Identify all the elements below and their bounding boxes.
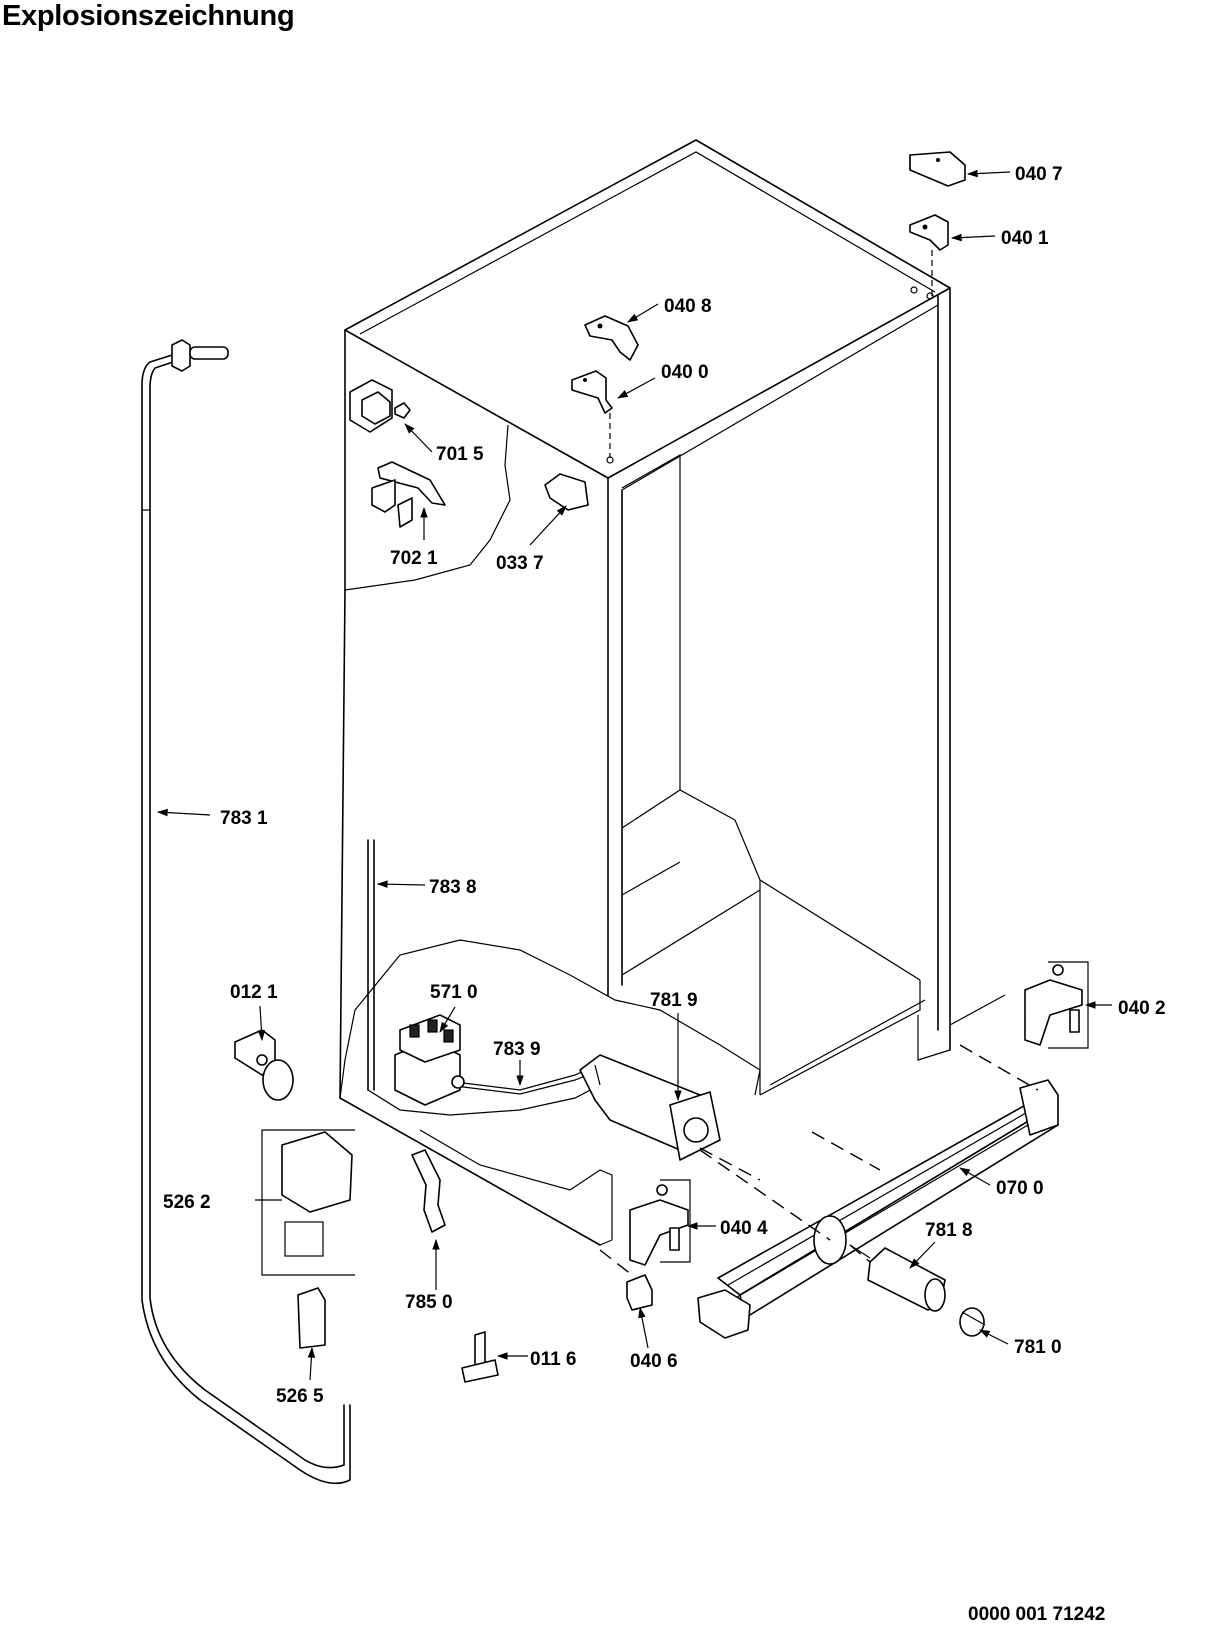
switch-housing <box>349 379 411 433</box>
switch-bracket <box>371 461 446 528</box>
cabinet <box>339 139 1006 1246</box>
part-labels: 040 7 040 1 040 8 040 0 701 5 702 1 033 … <box>163 164 1166 1407</box>
label-7831: 783 1 <box>220 808 268 829</box>
label-7838: 783 8 <box>429 877 477 898</box>
label-0401: 040 1 <box>1001 228 1049 249</box>
label-7839: 783 9 <box>493 1039 541 1060</box>
hinge-cover-top-right <box>909 151 966 187</box>
page-title: Explosionszeichnung <box>2 0 295 32</box>
label-7818: 781 8 <box>925 1220 973 1241</box>
filter-housing <box>579 1054 721 1161</box>
label-0116: 011 6 <box>530 1349 577 1370</box>
hinge-bracket-top-center <box>571 370 614 464</box>
document-number: 0000 001 71242 <box>968 1604 1106 1625</box>
label-5265: 526 5 <box>276 1386 324 1407</box>
label-0402: 040 2 <box>1118 998 1166 1019</box>
water-tube-left <box>141 339 351 1485</box>
label-7021: 702 1 <box>390 548 438 569</box>
water-valve <box>394 1014 465 1106</box>
label-7819: 781 9 <box>650 990 698 1011</box>
label-0406: 040 6 <box>630 1351 678 1372</box>
toe-grille <box>697 1079 1059 1339</box>
label-0408: 040 8 <box>664 296 712 317</box>
water-tube-center <box>367 839 375 1091</box>
label-0407: 040 7 <box>1015 164 1063 185</box>
label-0121: 012 1 <box>230 982 278 1003</box>
label-5262: 526 2 <box>163 1192 211 1213</box>
label-0337: 033 7 <box>496 553 544 574</box>
assembly-lines <box>599 1044 1039 1276</box>
label-0400: 040 0 <box>661 362 709 383</box>
bracket-0406 <box>626 1274 653 1311</box>
screw-0116 <box>461 1331 499 1383</box>
label-0404: 040 4 <box>720 1218 768 1239</box>
label-5710: 571 0 <box>430 982 478 1003</box>
bracket-box-5262 <box>261 1129 355 1276</box>
label-0700: 070 0 <box>996 1178 1044 1199</box>
leader-lines <box>156 169 1112 1381</box>
bracket-5265 <box>297 1287 326 1349</box>
clip-0337 <box>544 473 589 511</box>
hinge-bracket-right <box>1024 961 1089 1049</box>
label-7850: 785 0 <box>405 1292 453 1313</box>
filter-cap <box>959 1307 986 1337</box>
hinge-cover-top-center <box>584 315 639 361</box>
drain-hose <box>411 1149 446 1233</box>
caster-wheel <box>234 1029 294 1101</box>
hinge-bracket-top-right <box>909 214 949 300</box>
filter-cartridge <box>849 1244 946 1312</box>
hinge-bracket-bottom <box>629 1179 691 1266</box>
label-7810: 781 0 <box>1014 1337 1062 1358</box>
label-7015: 701 5 <box>436 444 484 465</box>
